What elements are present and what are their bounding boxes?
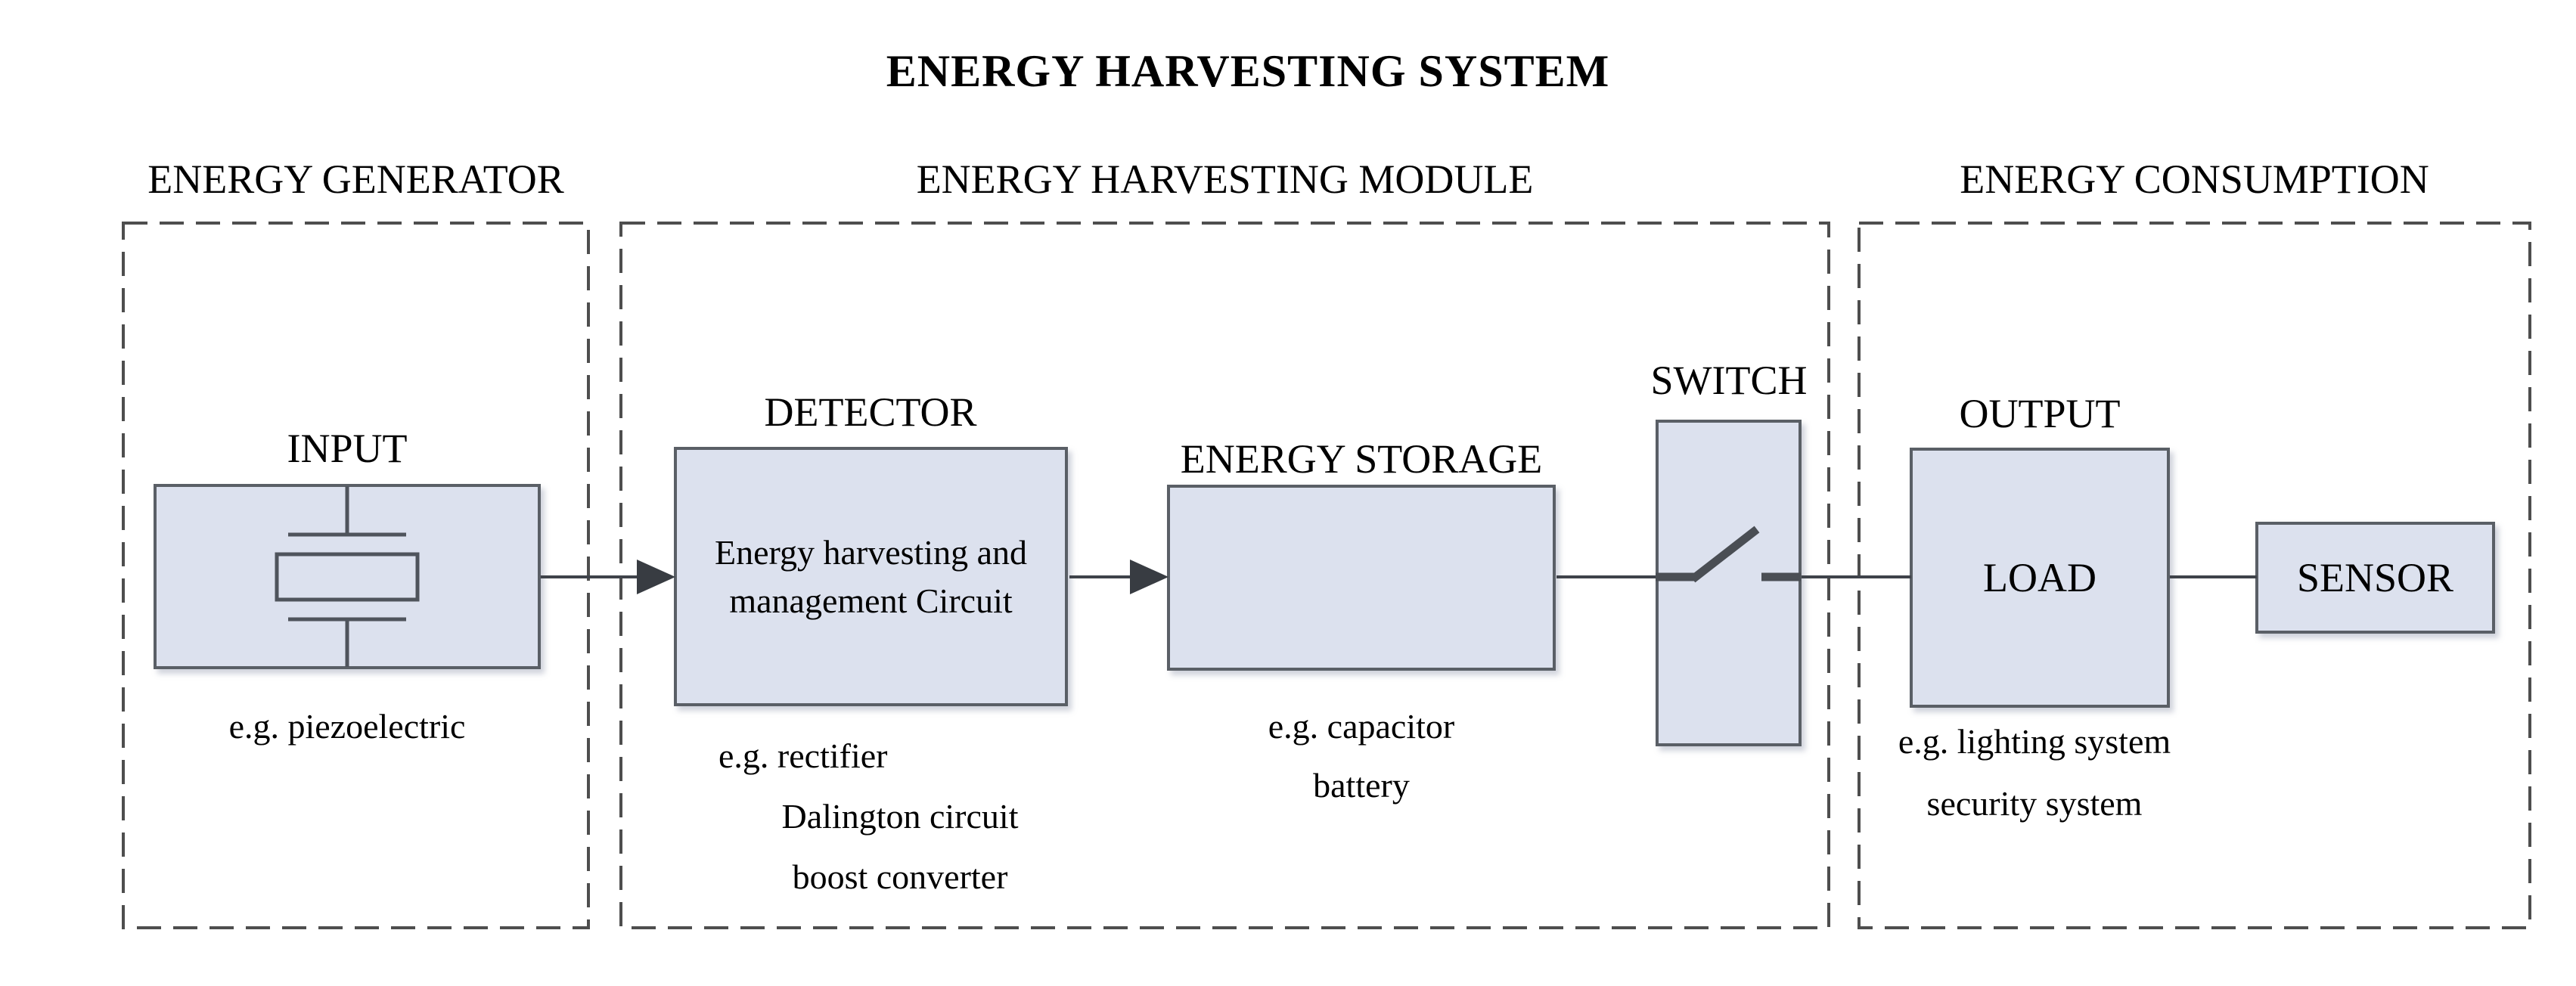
page-title: ENERGY HARVESTING SYSTEM [886,46,1610,96]
sensor-box: SENSOR [2255,522,2495,634]
switch-box [1656,420,1802,746]
detector-box-text-line2: management Circuit [729,581,1013,620]
detector-box-text-line1: Energy harvesting and [714,532,1028,572]
output-example-1: e.g. lighting system [1898,722,2171,761]
energy-storage-label: ENERGY STORAGE [1180,436,1543,482]
detector-example-1: e.g. rectifier [718,736,888,775]
arrow-input-to-detector-icon [541,560,675,594]
section-label-energy-harvesting-module: ENERGY HARVESTING MODULE [916,157,1534,202]
section-label-energy-consumption: ENERGY CONSUMPTION [1960,157,2429,202]
output-box: LOAD [1910,448,2170,708]
output-label: OUTPUT [1959,391,2121,436]
energy-storage-box [1167,485,1556,671]
detector-box: Energy harvesting and management Circuit [674,447,1068,706]
arrow-detector-to-storage-icon [1069,560,1169,594]
input-box [154,484,541,669]
storage-example-2: battery [1313,766,1410,805]
input-example: e.g. piezoelectric [228,707,466,746]
detector-example-3: boost converter [792,857,1008,896]
detector-label: DETECTOR [764,389,977,435]
output-example-2: security system [1926,784,2143,823]
output-examples: e.g. lighting system security system [1732,711,2337,835]
switch-label: SWITCH [1650,358,1808,403]
sensor-label: SENSOR [2296,555,2454,600]
detector-examples: e.g. rectifier Dalington circuit boost c… [718,726,1082,907]
section-label-energy-generator: ENERGY GENERATOR [147,157,564,202]
detector-example-2: Dalington circuit [781,797,1019,836]
storage-examples: e.g. capacitor battery [1059,697,1664,815]
input-label: INPUT [287,426,408,471]
storage-example-1: e.g. capacitor [1268,707,1455,746]
load-label: LOAD [1983,555,2096,600]
